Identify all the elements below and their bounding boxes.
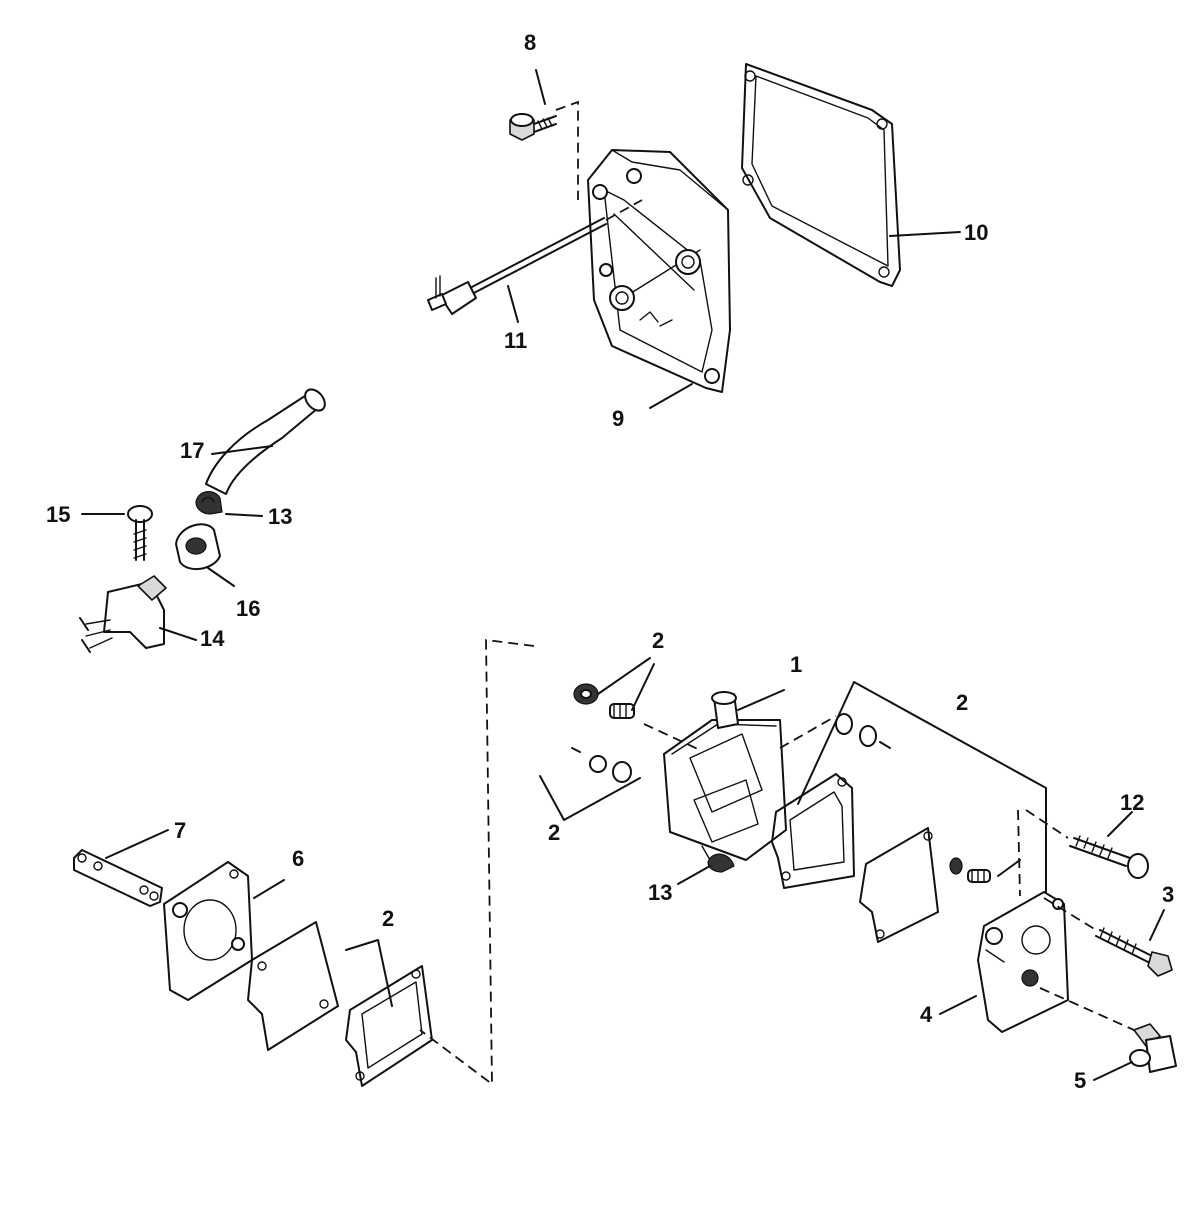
part-2-gasket-left <box>345 965 433 1087</box>
part-7-strap <box>73 849 163 907</box>
callout-8: 8 <box>524 30 536 55</box>
callout-line-14 <box>159 627 197 641</box>
callout-bracket-2b <box>797 681 1047 931</box>
callout-line-13b <box>677 865 711 885</box>
leader-dash-5 <box>1039 987 1135 1031</box>
callout-line-13a <box>225 513 263 517</box>
part-11-sensor-probe <box>427 217 607 315</box>
part-4-pump-cover <box>977 891 1069 1033</box>
part-16-grommet <box>175 523 221 571</box>
callout-line-5 <box>1093 1061 1133 1081</box>
part-9-cover-plate <box>587 149 731 393</box>
callout-2d: 2 <box>382 906 394 931</box>
callout-3: 3 <box>1162 882 1174 907</box>
callout-line-12 <box>1107 811 1133 837</box>
leader-dash-valve <box>779 715 837 749</box>
part-17-hose <box>205 388 326 495</box>
callout-9: 9 <box>612 406 624 431</box>
callout-line-11 <box>507 285 519 323</box>
callout-15: 15 <box>46 502 70 527</box>
part-12-screw <box>1069 835 1149 879</box>
callout-17: 17 <box>180 438 204 463</box>
part-2-valve-set-left <box>571 747 632 783</box>
leader-dash-11 <box>605 199 643 221</box>
part-1-pump-body <box>663 691 787 861</box>
leader-dash-3 <box>1043 897 1097 931</box>
callout-14: 14 <box>200 626 225 651</box>
callout-10: 10 <box>964 220 988 245</box>
part-2-valve-disc <box>573 683 599 705</box>
leader-dash-12 <box>1025 809 1069 839</box>
part-13-clamp-lower <box>707 853 735 873</box>
callout-2c: 2 <box>548 820 560 845</box>
callout-line-3 <box>1149 909 1165 941</box>
callout-line-6 <box>253 879 285 899</box>
callout-2a: 2 <box>652 628 664 653</box>
callout-line-10 <box>889 231 961 237</box>
callout-11: 11 <box>504 328 527 353</box>
part-2-diaphragm-left <box>247 921 339 1051</box>
part-13-clamp <box>195 491 223 515</box>
callout-13a: 13 <box>268 504 292 529</box>
part-2-diaphragm-right <box>859 827 939 943</box>
callout-line-9 <box>649 383 693 409</box>
part-8-screw <box>509 113 557 141</box>
callout-1: 1 <box>790 652 802 677</box>
part-10-gasket <box>741 63 901 287</box>
part-6-flange-plate <box>163 861 253 1001</box>
part-2-valve-set-right <box>835 713 891 749</box>
leader-dash-8 <box>555 100 579 200</box>
callout-bracket-2d <box>345 939 393 1007</box>
callout-13b: 13 <box>648 880 672 905</box>
callout-16: 16 <box>236 596 260 621</box>
callout-line-4 <box>939 995 977 1015</box>
callout-5: 5 <box>1074 1068 1086 1093</box>
part-2-spring <box>609 703 635 719</box>
callout-7: 7 <box>174 818 186 843</box>
callout-line-1 <box>737 689 785 711</box>
part-2-spring-right <box>949 857 991 883</box>
callout-line-17 <box>211 445 273 455</box>
callout-line-2a <box>597 657 655 711</box>
part-15-bolt <box>127 505 153 561</box>
leader-dash-4 <box>1017 809 1021 897</box>
callout-4: 4 <box>920 1002 933 1027</box>
assembly-bracket-dash <box>419 638 535 1086</box>
callout-6: 6 <box>292 846 304 871</box>
callout-2b: 2 <box>956 690 968 715</box>
part-5-elbow-fitting <box>1129 1023 1177 1073</box>
callout-line-16 <box>207 567 235 587</box>
callout-bracket-2c <box>539 775 641 821</box>
callout-line-8 <box>535 69 546 105</box>
part-2-gasket-right <box>771 773 855 889</box>
leader-dash-1 <box>643 723 701 751</box>
callout-12: 12 <box>1120 790 1144 815</box>
part-14-switch <box>79 575 167 653</box>
callout-line-7 <box>105 829 169 859</box>
callout-line-2d <box>997 859 1021 877</box>
part-3-screw <box>1095 927 1173 977</box>
